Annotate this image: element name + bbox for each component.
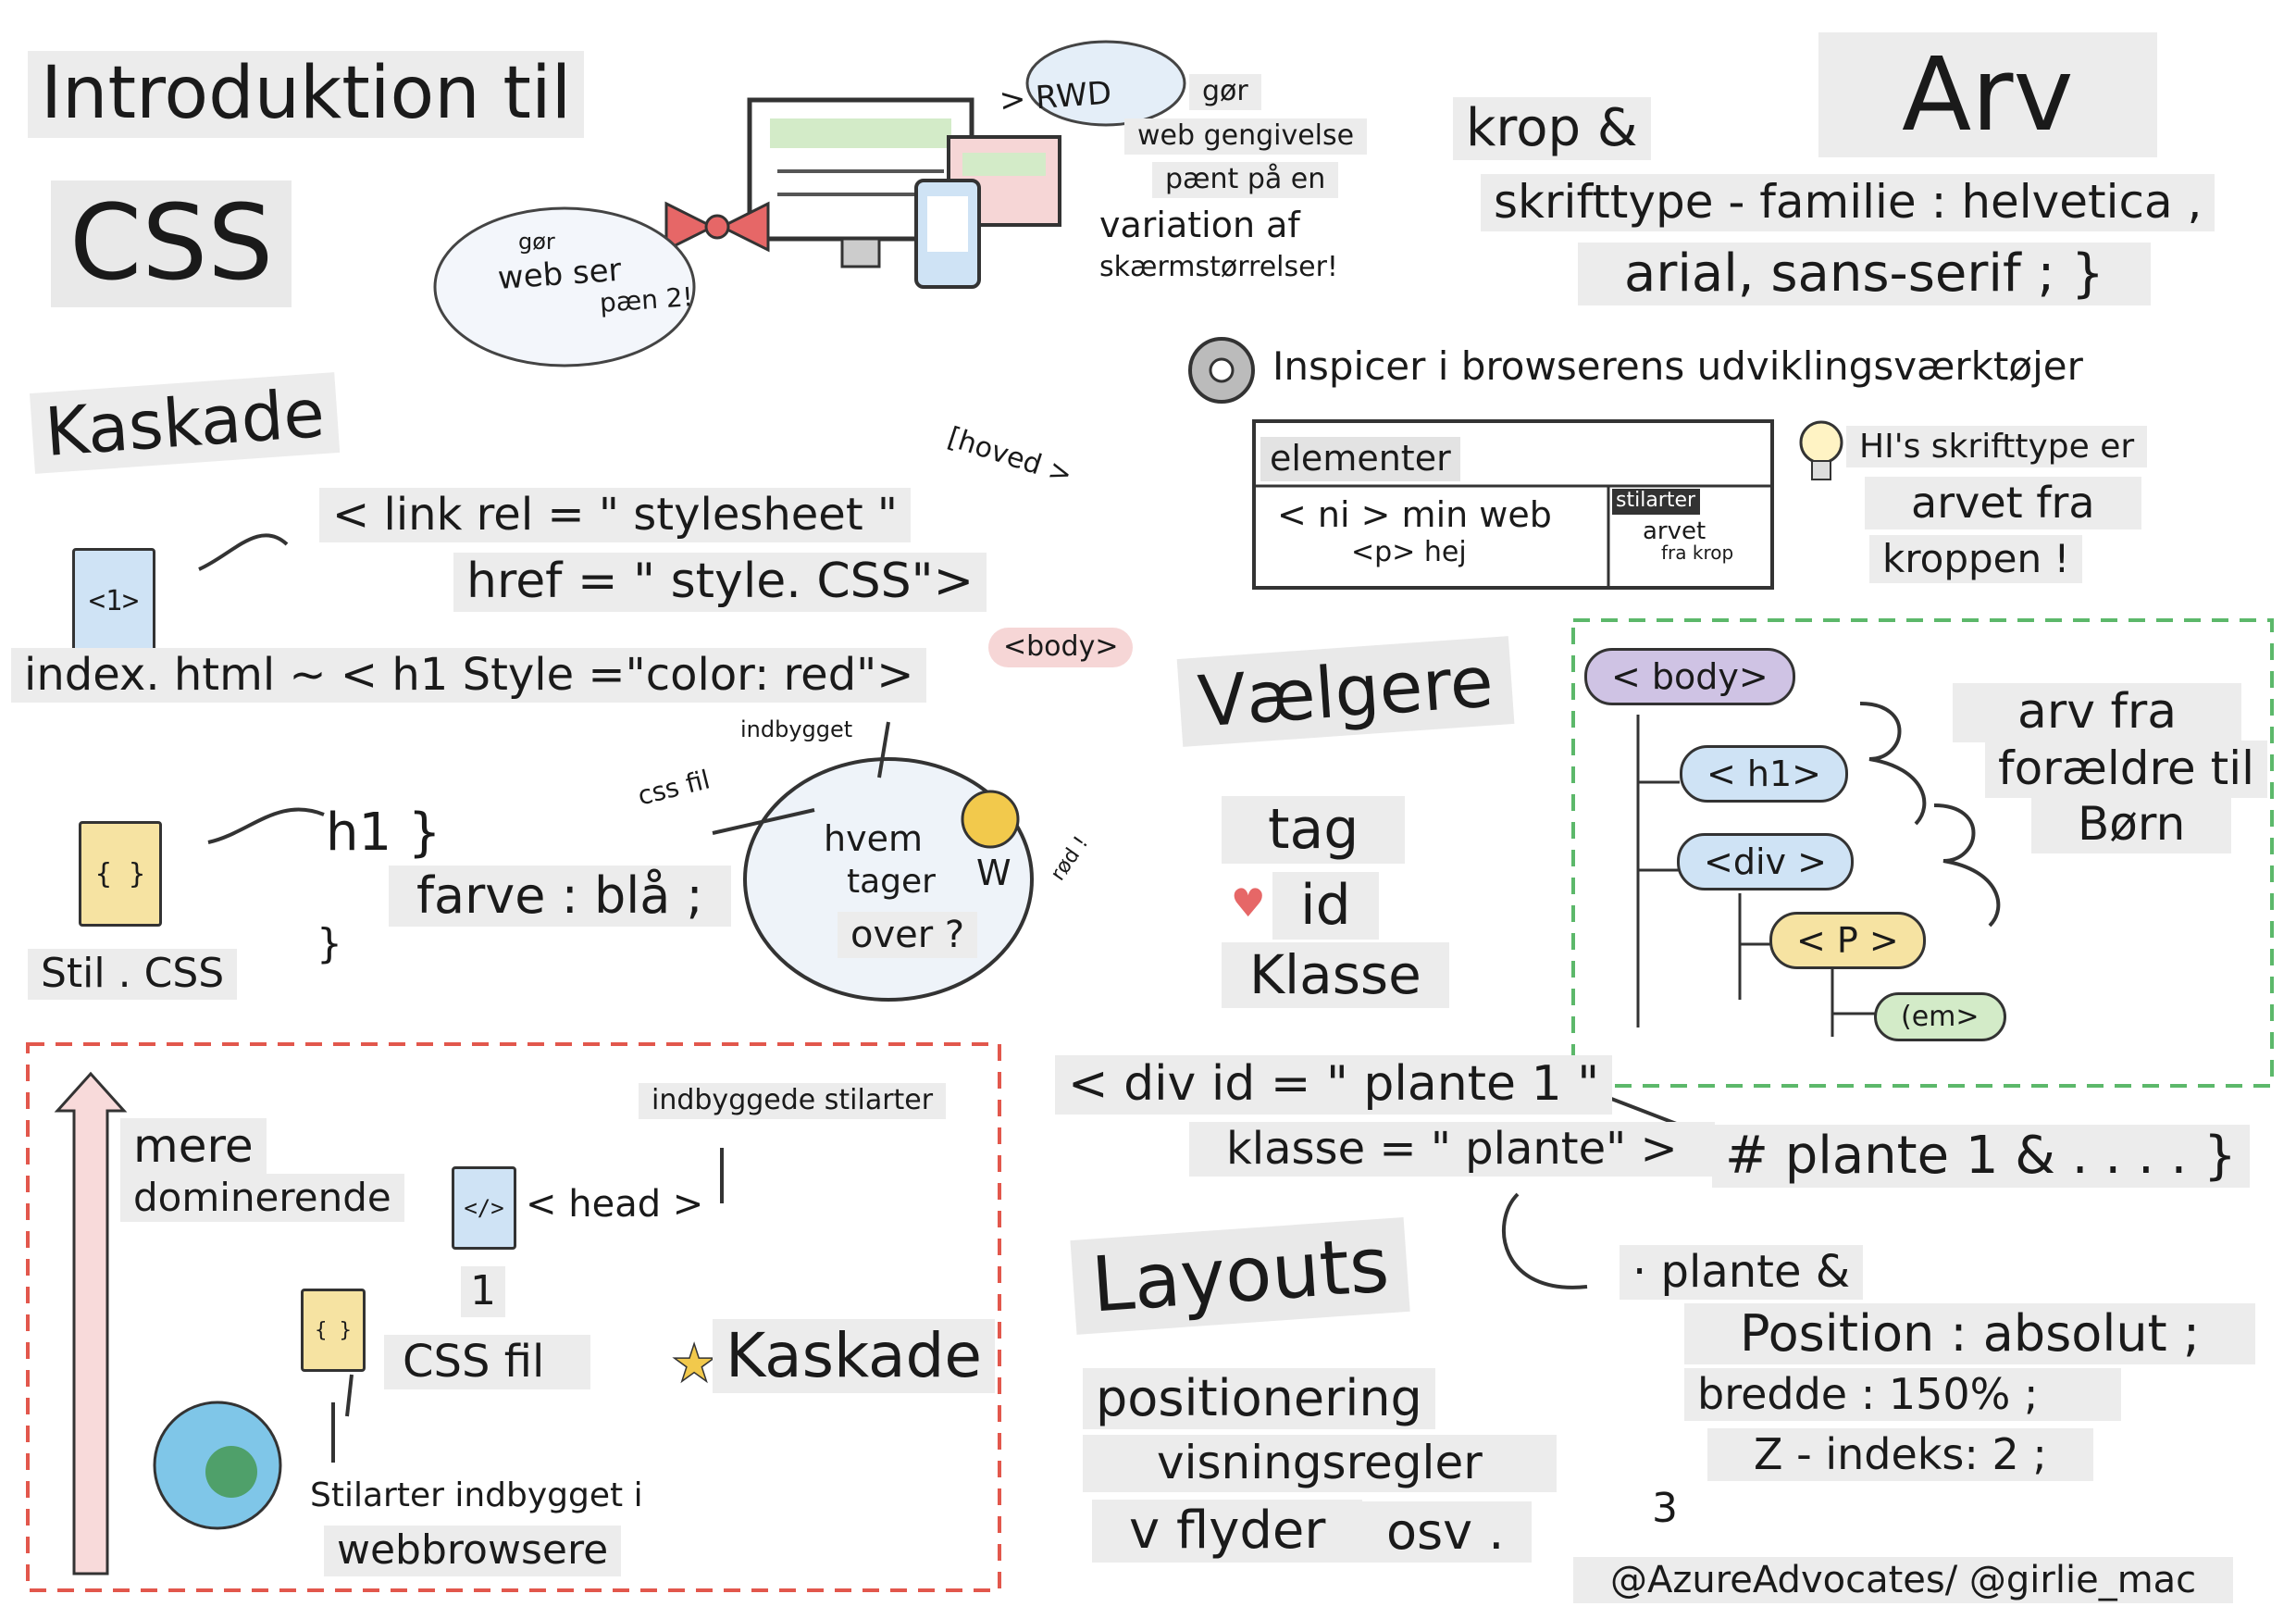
bow-drawing — [664, 201, 770, 253]
cloud-small-text: gør — [518, 229, 555, 255]
tree-caption1: arv fra — [1953, 683, 2242, 742]
who-line1: hvem — [824, 818, 923, 859]
inherit-rule2: skrifttype - familie : helvetica , — [1481, 174, 2215, 231]
tree-node-em: (em> — [1874, 992, 2006, 1041]
devtools-styles-tab-bg — [1612, 489, 1700, 515]
head-file-icon: </> — [452, 1166, 516, 1250]
layouts-item1: positionering — [1083, 1368, 1435, 1430]
tree-node-body: < body> — [1584, 648, 1795, 705]
credit: @AzureAdvocates/ @girlie_mac — [1573, 1557, 2234, 1603]
who-line3: over ? — [838, 912, 978, 958]
div-example-id-rule: # plante 1 & . . . . } — [1712, 1125, 2250, 1189]
selector-id: id — [1272, 872, 1379, 940]
devtools-row2[interactable]: <p> hej — [1351, 536, 1467, 568]
html-file-icon: <1> — [72, 548, 155, 654]
selector-tag: tag — [1222, 796, 1406, 864]
title-line2: CSS — [51, 181, 292, 307]
priority-box — [26, 1042, 1001, 1592]
title-line1: Introduktion til — [28, 51, 585, 138]
priority-more2: dominerende — [120, 1174, 404, 1223]
indbygget-label: indbygget — [740, 716, 853, 742]
medal-icon — [961, 790, 1020, 849]
style-css-label: Stil . CSS — [28, 949, 238, 1000]
tree-node-p: < P > — [1769, 912, 1926, 969]
priority-browser1: Stilarter indbygget i — [310, 1476, 643, 1514]
inherit-title: Arv — [1818, 32, 2157, 157]
div-example-line1: < div id = " plante 1 " — [1055, 1055, 1613, 1115]
layouts-item4: osv . — [1359, 1501, 1533, 1563]
div-example-line2: klasse = " plante" > — [1189, 1122, 1715, 1177]
cascade-index-line: index. html ~ < h1 Style ="color: red"> — [11, 648, 927, 704]
cloud-shape — [433, 206, 696, 367]
devtools-tab-elements[interactable]: elementer — [1260, 437, 1460, 481]
builtin-styles-label: indbyggede stilarter — [639, 1083, 947, 1119]
tree-node-h1: < h1> — [1680, 745, 1849, 803]
selector-class: Klasse — [1222, 942, 1449, 1008]
tree-box — [1571, 618, 2274, 1088]
heart-icon: ♥ — [1231, 880, 1266, 926]
h1-rule-prop: farve : blå ; — [389, 866, 731, 928]
css-file-small-icon: { } — [301, 1289, 366, 1372]
devtools-row1[interactable]: < ni > min web — [1277, 494, 1552, 535]
devtools-note1: HI's skrifttype er — [1846, 426, 2148, 468]
bulb-icon — [1799, 420, 1843, 465]
layout-rule4: Z - indeks: 2 ; — [1707, 1428, 2093, 1481]
layouts-item3: v flyder — [1092, 1500, 1363, 1563]
layout-rule5: 3 — [1652, 1485, 1678, 1532]
tree-node-div: <div > — [1677, 833, 1854, 890]
h1-rule-open: h1 } — [326, 803, 441, 863]
rwd-cloud — [1025, 40, 1186, 127]
devtools-panel-line2: fra krop — [1661, 542, 1734, 564]
layout-rule2: Position : absolut ; — [1684, 1303, 2256, 1365]
medal-letter: W — [976, 853, 1011, 893]
monitor-drawing — [747, 97, 1061, 289]
priority-one: 1 — [461, 1266, 505, 1317]
devtools-note3: kroppen ! — [1869, 535, 2083, 584]
layout-rule1: · plante & — [1620, 1245, 1864, 1301]
h1-rule-close: } — [316, 920, 342, 967]
cascade-link2: href = " style. CSS"> — [453, 553, 987, 612]
priority-browser2: webbrowsere — [324, 1526, 622, 1576]
priority-head: < head > — [526, 1183, 704, 1226]
body-bubble: <body> — [988, 628, 1134, 667]
tree-caption3: Børn — [2031, 796, 2232, 853]
rwd-desc5: skærmstørrelser! — [1099, 251, 1338, 283]
priority-arrow — [54, 1071, 128, 1575]
priority-kaskade: Kaskade — [713, 1319, 995, 1393]
rwd-desc2: web gengivelse — [1124, 118, 1368, 155]
layout-rule3: bredde : 150% ; — [1684, 1368, 2122, 1421]
star-icon: ★ — [671, 1334, 717, 1394]
priority-css-fil: CSS fil — [384, 1335, 591, 1390]
tree-caption2: forældre til — [1985, 741, 2267, 798]
css-file-icon: { } — [79, 821, 162, 927]
cascade-link1: < link rel = " stylesheet " — [319, 488, 911, 543]
inherit-rule1: krop & — [1453, 97, 1651, 161]
rwd-desc3: pænt på en — [1152, 162, 1339, 198]
devtools-panel-line1: arvet — [1643, 517, 1706, 545]
rwd-desc1: gør — [1189, 74, 1261, 110]
who-line2: tager — [847, 863, 936, 901]
devtools-styles-tab[interactable]: stilarter — [1616, 489, 1696, 512]
rwd-desc4: variation af — [1099, 205, 1300, 245]
layouts-item2: visningsregler — [1083, 1435, 1557, 1492]
inherit-rule3: arial, sans-serif ; } — [1578, 243, 2151, 306]
devtools-heading: Inspicer i browserens udviklingsværktøje… — [1272, 343, 2083, 389]
devtools-note2: arvet fra — [1865, 477, 2141, 529]
priority-more1: mere — [120, 1118, 267, 1176]
